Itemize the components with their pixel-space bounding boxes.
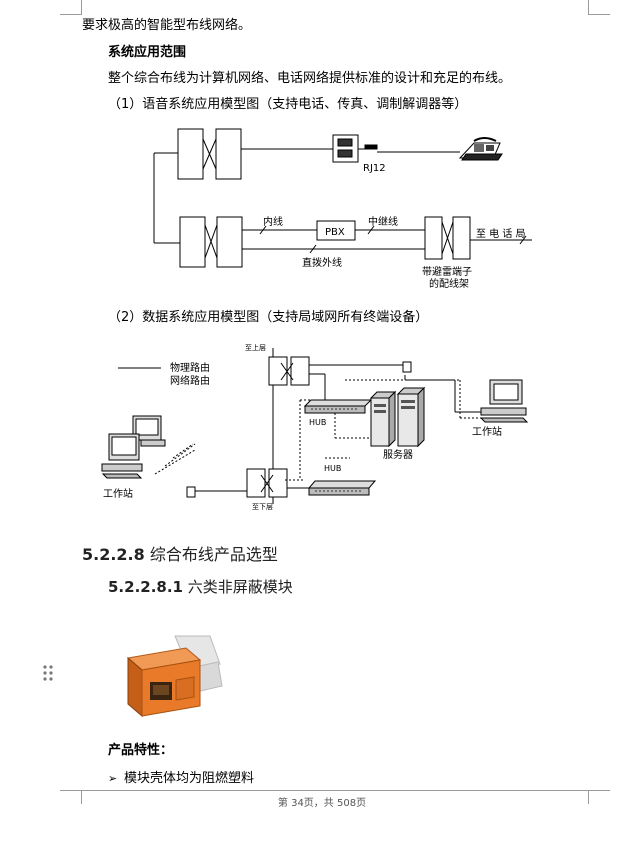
workstation-icon (132, 415, 166, 447)
features-title: 产品特性： (108, 743, 174, 758)
hub-icon (303, 399, 373, 414)
hub-icon (307, 480, 377, 496)
servers-label: 服务器 (383, 448, 413, 461)
section-heading-number: 5.2.2.8 (82, 545, 145, 564)
lightning-label-2: 的配线架 (429, 277, 469, 290)
section-title: 系统应用范围 (108, 45, 187, 60)
voice-diagram-caption: （1）语音系统应用模型图（支持电话、传真、调制解调器等） (108, 97, 468, 112)
corner-mark-bottom-right-h (588, 790, 610, 791)
to-office-label: 至 电 话 局 (476, 227, 526, 240)
feature-list-item: ➢ 模块壳体均为阻燃塑料 (108, 767, 254, 786)
footer-rule (82, 790, 589, 791)
trunk-label: 中继线 (368, 215, 398, 228)
keystone-module-image (126, 635, 223, 718)
pbx-label: PBX (325, 227, 345, 238)
data-system-diagram: 物理路由 网络路由 至上层 至下层 HUB HUB 服务器 工作站 工作站 (101, 343, 529, 511)
to-lower-label: 至下层 (252, 503, 273, 511)
page-footer: 第 34页，共 508页 (277, 798, 367, 809)
outlet-icon (186, 486, 196, 498)
workstation-right-label: 工作站 (472, 425, 502, 438)
subsection-heading: 5.2.2.8.1 六类非屏蔽模块 (108, 576, 293, 597)
telephone-icon (458, 137, 503, 161)
workstation-left-label: 工作站 (103, 487, 133, 500)
to-upper-label: 至上层 (245, 343, 266, 352)
outlet-icon (402, 361, 412, 373)
workstation-icon (101, 433, 143, 479)
server-icon (396, 386, 426, 448)
subsection-heading-text: 六类非屏蔽模块 (187, 578, 293, 596)
top-line-text: 要求极高的智能型布线网络。 (82, 18, 252, 33)
hub-label-2: HUB (324, 464, 341, 473)
bullet-arrow-icon: ➢ (108, 772, 118, 785)
legend-physical: 物理路由 (170, 361, 210, 374)
corner-mark-bottom-right (588, 790, 589, 804)
server-icon (369, 390, 397, 448)
section-heading-text: 综合布线产品选型 (149, 545, 278, 564)
drag-handle-icon[interactable] (42, 664, 54, 682)
voice-system-diagram: RJ12 内线 PBX 中继线 至 电 话 局 直拨外线 带避雷端子 的配线架 (153, 128, 532, 290)
inner-line-label: 内线 (263, 215, 283, 228)
corner-mark-top-right-h (588, 14, 610, 15)
corner-mark-bottom-left-h (60, 790, 82, 791)
corner-mark-top-left (81, 0, 82, 14)
corner-mark-top-left-h (60, 14, 82, 15)
rj12-label: RJ12 (363, 163, 386, 174)
legend-network: 网络路由 (170, 374, 210, 387)
data-diagram-caption: （2）数据系统应用模型图（支持局域网所有终端设备） (108, 310, 429, 325)
hub-label-1: HUB (309, 418, 326, 427)
lightning-label-1: 带避雷端子 (422, 265, 472, 278)
feature-text: 模块壳体均为阻燃塑料 (124, 771, 255, 786)
subsection-heading-number: 5.2.2.8.1 (108, 578, 183, 596)
intro-paragraph: 整个综合布线为计算机网络、电话网络提供标准的设计和充足的布线。 (108, 71, 512, 86)
direct-line-label: 直拨外线 (302, 256, 342, 269)
corner-mark-top-right (588, 0, 589, 14)
corner-mark-bottom-left (81, 790, 82, 804)
workstation-icon (479, 379, 529, 423)
section-heading: 5.2.2.8 综合布线产品选型 (82, 541, 278, 565)
